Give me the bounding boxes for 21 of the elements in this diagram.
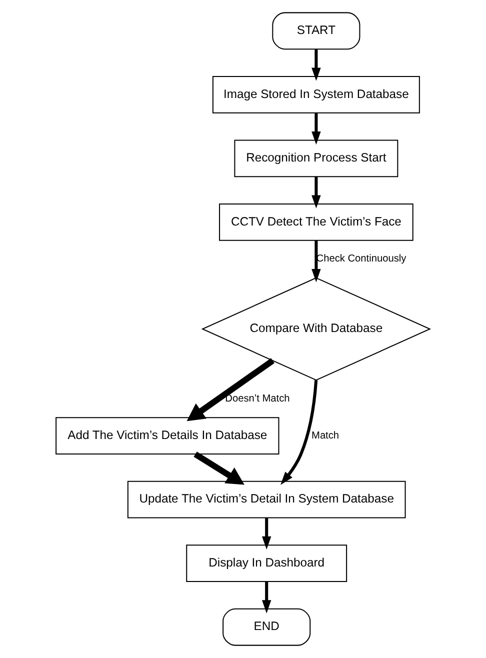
node-box: Add The Victim’s Details In Database: [56, 417, 280, 455]
node-box: Image Stored In System Database: [212, 76, 420, 114]
node-box: END: [222, 608, 311, 646]
arrow: [280, 380, 318, 485]
arrow: [186, 358, 274, 422]
arrow: [312, 113, 321, 145]
node-box: Update The Victim’s Detail In System Database: [127, 480, 406, 518]
arrow: [262, 582, 272, 614]
node-box: Display In Dashboard: [186, 544, 348, 582]
node-box: CCTV Detect The Victim’s Face: [219, 203, 414, 241]
edge-label: Doesn’t Match: [225, 393, 290, 404]
arrow: [262, 518, 272, 550]
edge-label: Check Continuously: [316, 254, 406, 265]
node-box: START: [272, 12, 360, 50]
arrow: [312, 240, 321, 282]
arrow: [312, 176, 321, 208]
edge-label: Match: [312, 430, 340, 442]
node-box: Recognition Process Start: [234, 140, 398, 178]
node-diamond: Compare With Database: [201, 277, 432, 381]
arrow: [312, 49, 321, 81]
arrow: [194, 452, 244, 485]
